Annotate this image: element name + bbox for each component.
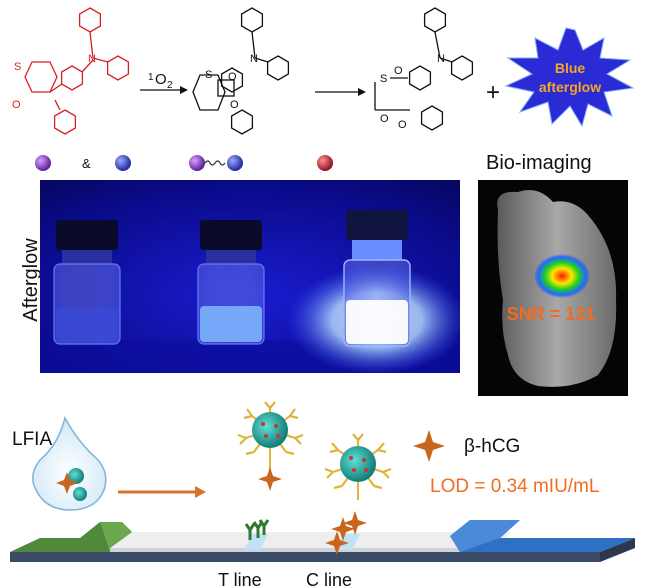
and-symbol: & (82, 156, 91, 171)
particle-legend: & (35, 155, 333, 171)
atom-s-1: S (14, 61, 21, 73)
blue-sphere-icon (115, 155, 131, 171)
atom-o-1: O (12, 99, 21, 111)
atom-o-3c: O (398, 119, 407, 131)
signal-hotspot (534, 254, 590, 298)
sample-pad (10, 522, 132, 552)
vial-photo (40, 180, 460, 373)
lod-label: LOD = 0.34 mIU/mL (430, 476, 599, 497)
reagent-subscript: 2 (167, 80, 173, 91)
c-line-stars (325, 511, 367, 555)
strip-backing-edge (10, 552, 600, 562)
t-line-label: T line (218, 570, 262, 588)
np-conjugate-1 (237, 401, 304, 491)
snr-label: SNR = 131 (507, 304, 596, 324)
c-line-label: C line (306, 570, 352, 588)
atom-n-1: N (88, 53, 96, 65)
blue-afterglow-burst (504, 27, 635, 128)
analyte-label: β-hCG (464, 436, 520, 457)
molecule-3 (374, 7, 474, 131)
droplet-np-1 (68, 468, 84, 484)
atom-n-2: N (250, 53, 258, 65)
red-sphere-icon (317, 155, 333, 171)
atom-o-2a: O (228, 71, 237, 83)
atom-o-3b: O (380, 113, 389, 125)
molecule-1 (24, 7, 130, 135)
membrane (110, 532, 512, 548)
atom-o-2b: O (230, 99, 239, 111)
linker-icon (204, 160, 226, 166)
plus-sign: + (486, 79, 500, 106)
mouse-image: SNR = 131 (478, 180, 628, 396)
droplet-star-icon (56, 472, 78, 494)
atom-n-3: N (437, 53, 445, 65)
reaction-scheme: N S O 1 O 2 N S O O (12, 7, 635, 135)
sample-droplet (32, 415, 107, 511)
linked-blue-sphere-icon (227, 155, 243, 171)
lfia-schematic: LFIA (10, 401, 635, 588)
atom-o-3a: O (394, 65, 403, 77)
lfia-label: LFIA (12, 429, 52, 450)
np-conjugate-2 (324, 433, 392, 500)
purple-sphere-icon (35, 155, 51, 171)
atom-s-2: S (205, 69, 212, 81)
vial-1 (53, 220, 121, 345)
reagent-superscript: 1 (148, 72, 154, 83)
vial-3 (287, 210, 460, 373)
droplet-np-2 (73, 487, 87, 501)
linked-purple-sphere-icon (189, 155, 205, 171)
atom-s-3: S (380, 73, 387, 85)
burst-line-1: Blue (555, 60, 586, 76)
analyte-star-icon (413, 430, 445, 462)
vial-2 (197, 220, 265, 345)
reagent-base: O (155, 71, 167, 88)
burst-line-2: afterglow (539, 79, 601, 95)
molecule-2 (192, 7, 290, 135)
capture-antibody-icon (244, 519, 270, 540)
bio-imaging-title: Bio-imaging (486, 152, 592, 174)
